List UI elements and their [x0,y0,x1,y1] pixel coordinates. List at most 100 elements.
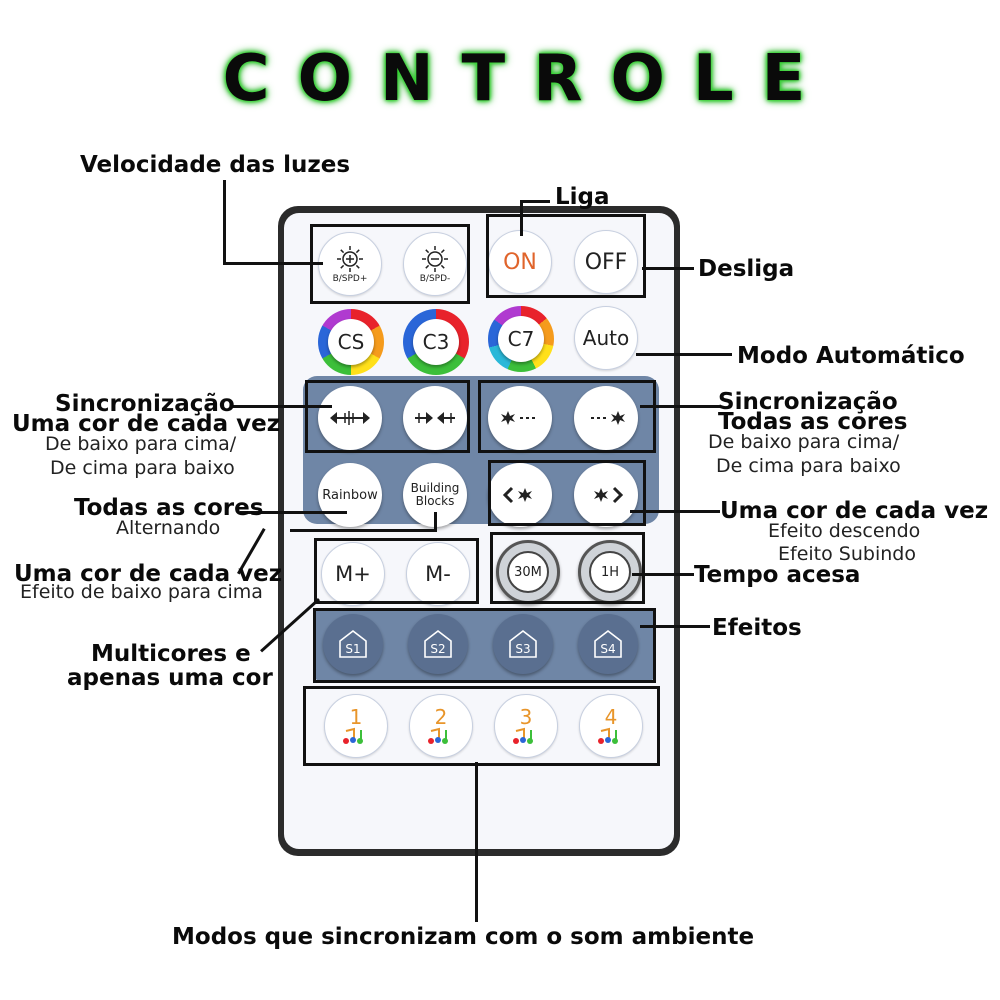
single-up-button[interactable] [574,463,638,527]
on-button[interactable]: ON [488,230,552,294]
burst-chevron-icon [594,486,624,504]
mode-box [314,538,479,604]
tempo-connector [632,573,694,576]
efeitos-connector [640,625,710,628]
music-notes-icon [513,727,533,744]
label-uma-left: Uma cor de cada vez [14,561,283,587]
off-button[interactable]: OFF [574,230,638,294]
s2-label: S2 [430,642,445,656]
blocks-label: Blocks [415,494,455,508]
music-notes-icon [598,727,618,744]
speed-down-label: B/SPD- [419,274,451,284]
speed-down-button[interactable]: B/SPD- [403,232,467,296]
speed-up-button[interactable]: B/SPD+ [318,232,382,296]
c7-button[interactable]: C7 [498,316,544,362]
label-desliga: Desliga [698,256,795,282]
label-sinc-right-2: Todas as cores [718,409,908,435]
label-uma-right: Uma cor de cada vez [720,498,989,524]
s1-label: S1 [345,642,360,656]
c3-button[interactable]: C3 [413,319,459,365]
sun-plus-icon [337,246,363,272]
building-label: Building [410,480,460,495]
modos-connector [475,762,478,922]
desliga-connector [642,267,694,270]
label-sinc-right: Sincronização [718,389,898,415]
music-1-label: 1 [349,705,363,729]
single-down-button[interactable] [488,463,552,527]
auto-connector [636,353,732,356]
label-efeitos: Efeitos [712,615,802,641]
timer-30m-label: 30M [514,564,542,580]
label-uma-left-2: Efeito de baixo para cima [20,581,263,603]
sync-single-box [305,380,470,453]
music-4-label: 4 [604,705,618,729]
house-icon: S1 [339,629,367,658]
label-sinc-left-3: De baixo para cima/ [45,433,237,455]
sync-left-connector [232,405,332,408]
sync-all-box [478,380,656,453]
power-box [486,214,646,298]
page-title: CONTROLE [222,42,834,116]
burst-dots-left-icon [591,411,625,425]
cs-button[interactable]: CS [328,319,374,365]
s4-label: S4 [600,642,615,656]
s3-label: S3 [515,642,530,656]
sync-single-reverse-button[interactable] [403,386,467,450]
uma-right-connector [630,510,720,513]
timer-1h-label: 1H [600,564,620,580]
music-1-button[interactable]: 1 [324,694,388,758]
arrows-out-icon [330,411,370,425]
label-tempo: Tempo acesa [694,562,861,588]
label-sinc-right-3: De baixo para cima/ [708,431,900,453]
effects-box [313,608,656,683]
music-3-button[interactable]: 3 [494,694,558,758]
speed-connector-h [223,262,323,265]
building-blocks-button[interactable]: Building Blocks [403,463,467,527]
sync-single-button[interactable] [318,386,382,450]
effect-s1-button[interactable]: S1 [323,614,383,674]
todas-connector [240,511,347,514]
house-icon: S3 [509,629,537,658]
chevron-burst-icon [502,486,532,504]
house-icon: S4 [594,629,622,658]
timer-box [490,532,645,604]
rainbow-button[interactable]: Rainbow [318,463,382,527]
sync-all-button[interactable] [488,386,552,450]
label-uma-right-3: Efeito Subindo [778,543,916,565]
sun-minus-icon [422,246,448,272]
speed-up-label: B/SPD+ [332,274,368,284]
speed-box [310,224,470,304]
speed-connector-v [223,180,226,265]
label-liga: Liga [555,184,610,210]
music-notes-icon [428,727,448,744]
label-sinc-left-2: Uma cor de cada vez [12,411,281,437]
auto-button[interactable]: Auto [574,306,638,370]
effect-s3-button[interactable]: S3 [493,614,553,674]
label-sinc-left: Sincronização [55,391,235,417]
house-icon: S2 [424,629,452,658]
mode-plus-button[interactable]: M+ [321,542,385,606]
music-3-label: 3 [519,705,533,729]
effect-s2-button[interactable]: S2 [408,614,468,674]
label-velocidade: Velocidade das luzes [80,152,351,178]
music-2-button[interactable]: 2 [409,694,473,758]
sync-right-connector [640,405,720,408]
label-todas: Todas as cores [74,495,264,521]
blocks-connector-h [290,529,437,532]
mode-minus-button[interactable]: M- [406,542,470,606]
single-color-box [488,460,646,526]
sync-all-reverse-button[interactable] [574,386,638,450]
label-modo-auto: Modo Automático [737,343,965,369]
music-4-button[interactable]: 4 [579,694,643,758]
label-multi: Multicores e [91,641,251,667]
blocks-connector [434,512,437,532]
liga-connector-v [520,200,523,236]
music-notes-icon [343,727,363,744]
label-sinc-left-4: De cima para baixo [50,457,235,479]
timer-1h-button[interactable]: 1H [578,540,642,604]
liga-connector-h [520,200,550,203]
burst-dots-right-icon [501,411,535,425]
label-todas-2: Alternando [116,517,221,539]
timer-30m-button[interactable]: 30M [496,540,560,604]
effect-s4-button[interactable]: S4 [578,614,638,674]
